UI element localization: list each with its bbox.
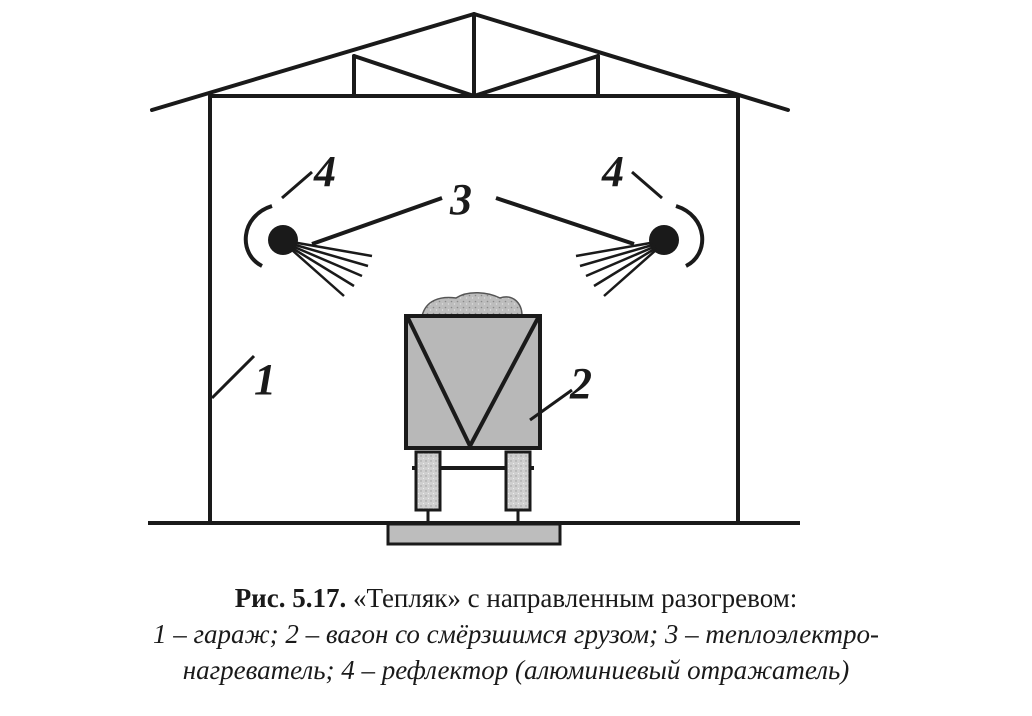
reflector-right bbox=[675, 204, 705, 268]
reflector-leader-lines bbox=[281, 170, 663, 200]
caption-title-line: Рис. 5.17. «Тепляк» с направленным разог… bbox=[0, 580, 1032, 616]
left-heater bbox=[243, 204, 373, 297]
bogie-right bbox=[504, 450, 532, 512]
right-heater bbox=[575, 204, 705, 297]
rail-base bbox=[386, 522, 562, 546]
wagon-hopper-lines bbox=[406, 317, 540, 447]
reflector-left bbox=[243, 204, 273, 268]
label-wagon: 2 bbox=[569, 359, 592, 408]
heater-bulb-left bbox=[268, 225, 298, 255]
garage-leader-line bbox=[210, 354, 256, 400]
bogie-left bbox=[414, 450, 442, 512]
wagon bbox=[404, 292, 573, 522]
figure-title: «Тепляк» с направленным разогревом: bbox=[352, 583, 798, 613]
label-reflector-left: 4 bbox=[313, 147, 336, 196]
teplyak-diagram: 1 2 3 4 4 bbox=[148, 12, 800, 546]
label-garage: 1 bbox=[254, 355, 276, 404]
label-reflector-right: 4 bbox=[601, 147, 624, 196]
heater-leader-lines bbox=[311, 196, 635, 246]
wagon-body bbox=[404, 314, 542, 450]
frozen-cargo-heap bbox=[421, 292, 523, 317]
caption-legend-line-1: 1 – гараж; 2 – вагон со смёрзшимся грузо… bbox=[152, 619, 880, 649]
heat-rays-left bbox=[291, 240, 373, 297]
heat-rays-right bbox=[575, 240, 657, 297]
roof-truss bbox=[150, 12, 790, 112]
figure-number: Рис. 5.17. bbox=[234, 583, 347, 613]
label-heater: 3 bbox=[449, 175, 472, 224]
figure-caption: Рис. 5.17. «Тепляк» с направленным разог… bbox=[0, 580, 1032, 688]
heater-bulb-right bbox=[649, 225, 679, 255]
caption-legend-line-2: нагреватель; 4 – рефлектор (алюминиевый … bbox=[182, 655, 850, 685]
wagon-leader-line bbox=[529, 388, 573, 422]
